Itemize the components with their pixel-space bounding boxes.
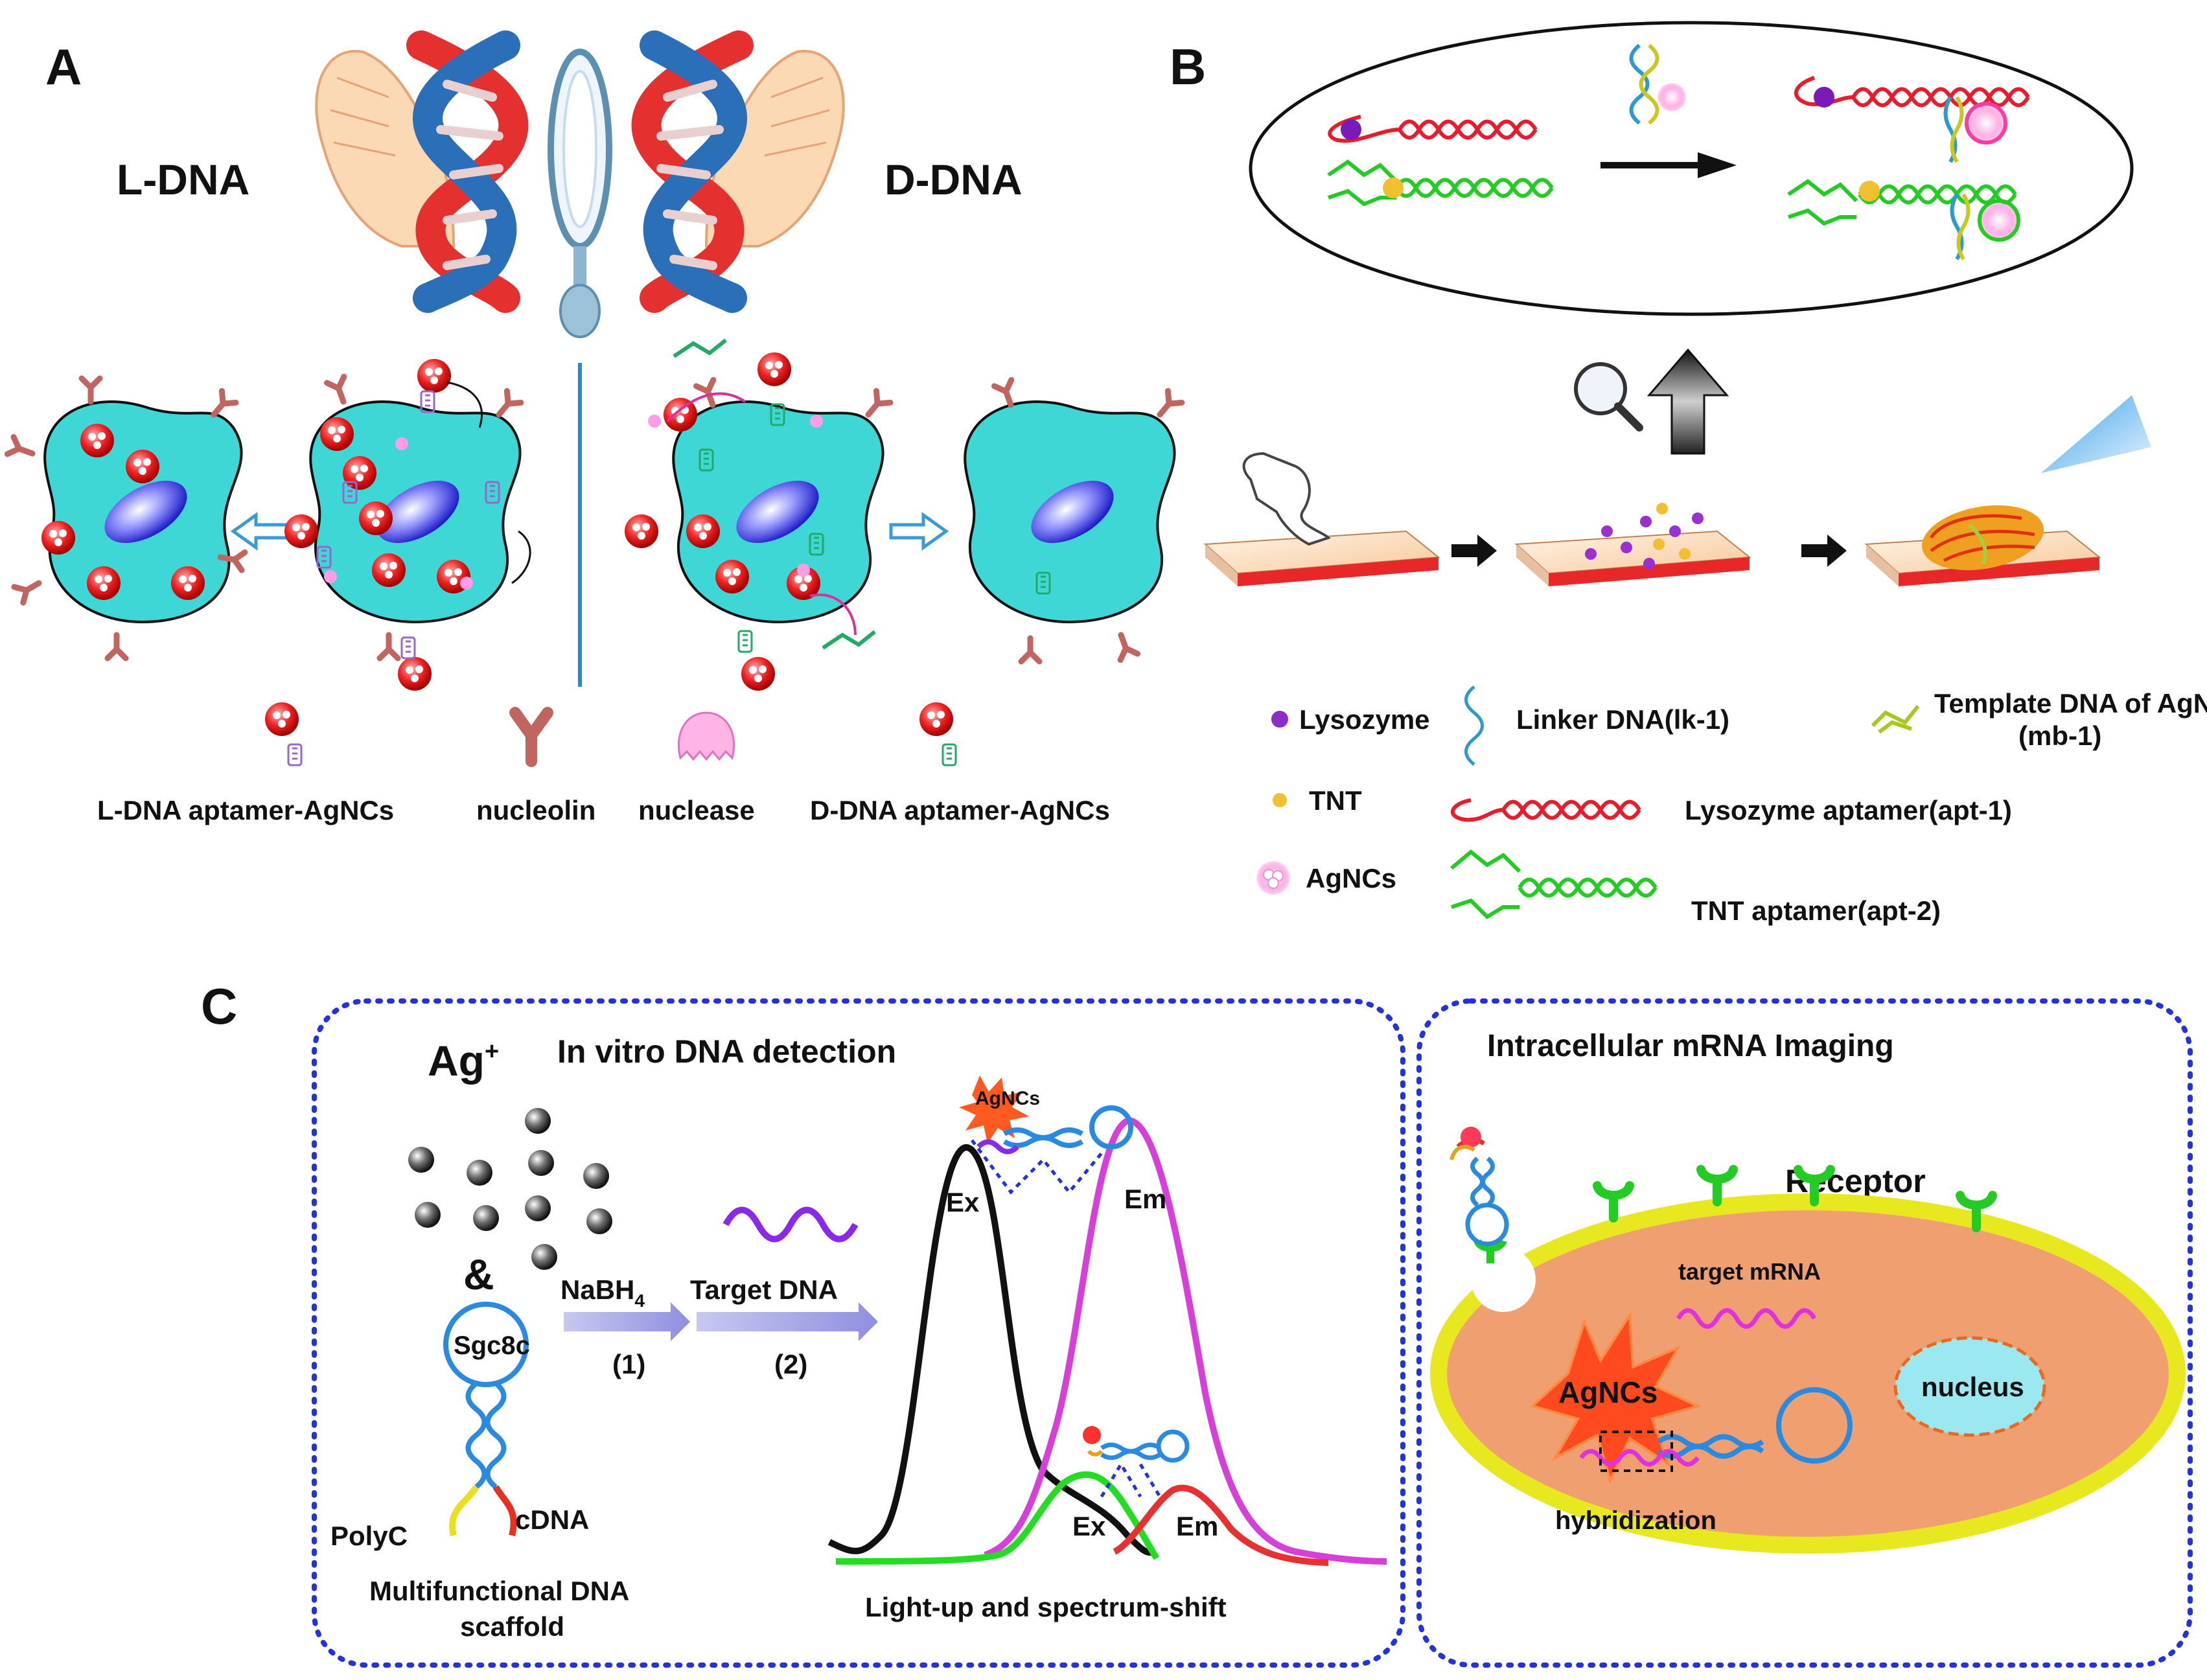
in-vitro-box bbox=[312, 998, 1405, 1668]
receptor-icons bbox=[1593, 1165, 1997, 1232]
target-dna-strand-icon bbox=[722, 1206, 859, 1243]
ex-high-label: Ex bbox=[946, 1187, 980, 1217]
up-arrow-icon bbox=[1647, 348, 1729, 455]
panel-c-letter: C bbox=[201, 978, 237, 1035]
hybridization-label: hybridization bbox=[1555, 1506, 1716, 1535]
d-dna-helix-icon bbox=[631, 30, 754, 313]
l-dna-title: L-DNA bbox=[117, 155, 249, 203]
arrow-slide-2 bbox=[1801, 535, 1847, 567]
lysozyme-aptamer-strand bbox=[1328, 115, 1538, 143]
ex-low-label: Ex bbox=[1072, 1511, 1106, 1541]
panel-c: C Ag+ In vitro DNA detection & Sgc8c bbox=[201, 978, 2193, 1668]
scaffold-label-line2: scaffold bbox=[460, 1611, 564, 1642]
light-beam-icon bbox=[2041, 395, 2151, 473]
cell-l-dna-result bbox=[7, 378, 245, 658]
ex-curve-high bbox=[827, 1144, 1155, 1556]
cell-outer bbox=[1430, 1193, 2186, 1554]
cell-l-dna-binding bbox=[284, 359, 531, 691]
mirror-icon bbox=[548, 49, 612, 687]
panel-a-letter: A bbox=[45, 38, 82, 95]
ampersand-label: & bbox=[463, 1250, 494, 1298]
spectrum-plot bbox=[827, 1117, 1387, 1566]
legend-nuclease-label: nuclease bbox=[638, 795, 755, 825]
legend-d-dna-aptamer-label: D-DNA aptamer-AgNCs bbox=[810, 795, 1110, 825]
dna-scaffold-icon bbox=[443, 1302, 529, 1537]
target-mrna-strand bbox=[1676, 1308, 1817, 1329]
agncs-legend-icon bbox=[1256, 861, 1290, 895]
hollow-arrow-right bbox=[889, 512, 949, 551]
linker-template-complex bbox=[1629, 43, 1686, 125]
step-1-label: (1) bbox=[612, 1349, 645, 1379]
em-low-label: Em bbox=[1176, 1511, 1218, 1541]
nucleus-label: nucleus bbox=[1921, 1372, 2024, 1402]
scaffold-label-line1: Multifunctional DNA bbox=[369, 1576, 629, 1606]
probe-binding-receptor bbox=[1450, 1127, 1536, 1312]
intracellular-box bbox=[1416, 998, 2193, 1668]
agncs-cell-label: AgNCs bbox=[1558, 1375, 1658, 1409]
tnt-aptamer-label: TNT aptamer(apt-2) bbox=[1691, 895, 1941, 926]
agncs-probe-low bbox=[1083, 1426, 1190, 1463]
template-dna-label-line1: Template DNA of AgNCs bbox=[1934, 688, 2207, 719]
tnt-label: TNT bbox=[1309, 785, 1362, 816]
linker-dna-legend-icon bbox=[1464, 685, 1484, 766]
lysozyme-legend-icon bbox=[1271, 711, 1288, 728]
ag-ion-cluster bbox=[408, 1108, 612, 1270]
lysozyme-aptamer-bound bbox=[1794, 76, 2030, 163]
intracellular-title: Intracellular mRNA Imaging bbox=[1487, 1029, 1894, 1063]
l-dna-helix-icon bbox=[406, 30, 529, 313]
ag-ion-label: Ag+ bbox=[428, 1037, 499, 1085]
nucleus-icon bbox=[1893, 1336, 2046, 1437]
agncs-probe-high bbox=[959, 1076, 1133, 1155]
in-vitro-title: In vitro DNA detection bbox=[557, 1033, 896, 1070]
em-curve-high bbox=[984, 1117, 1387, 1565]
panel-b: B bbox=[1170, 21, 2207, 926]
hollow-arrow-left bbox=[230, 512, 290, 551]
agncs-burst-icon bbox=[1529, 1311, 1702, 1484]
legend-l-dna-aptamer-icon bbox=[265, 702, 303, 766]
target-dna-label: Target DNA bbox=[690, 1274, 838, 1305]
reduction-arrow bbox=[564, 1302, 690, 1341]
sgc8c-label: Sgc8c bbox=[454, 1331, 530, 1360]
cdna-label: cDNA bbox=[515, 1504, 589, 1535]
cell-d-dna-binding bbox=[625, 338, 890, 691]
polyc-label: PolyC bbox=[330, 1521, 408, 1551]
hybridization-probe bbox=[1579, 1387, 1853, 1472]
template-dna-legend-icon bbox=[1871, 705, 1920, 734]
nucleolin-icon bbox=[509, 707, 553, 767]
ex-curve-low bbox=[835, 1471, 1160, 1565]
panel-a: A L-DNA D-DNA bbox=[7, 30, 1182, 825]
em-curve-low bbox=[1113, 1484, 1329, 1566]
em-high-label: Em bbox=[1124, 1184, 1166, 1214]
spectrum-caption: Light-up and spectrum-shift bbox=[865, 1592, 1227, 1622]
cell-d-dna-result bbox=[964, 380, 1182, 662]
d-dna-title: D-DNA bbox=[884, 155, 1023, 203]
lysozyme-aptamer-label: Lysozyme aptamer(apt-1) bbox=[1685, 795, 2012, 825]
agncs-tag-label: AgNCs bbox=[975, 1088, 1040, 1109]
slide-fingerprint-touch bbox=[1203, 452, 1440, 586]
hybridization-arrow bbox=[697, 1302, 878, 1341]
lysozyme-aptamer-legend-icon bbox=[1450, 798, 1641, 822]
slide-fingerprint-glow bbox=[1864, 505, 2101, 586]
magnifier-icon bbox=[1574, 362, 1643, 432]
template-dna-label-line2: (mb-1) bbox=[2018, 720, 2101, 751]
legend-l-dna-aptamer-label: L-DNA aptamer-AgNCs bbox=[97, 795, 394, 825]
nuclease-icon bbox=[677, 711, 735, 761]
lysozyme-label: Lysozyme bbox=[1299, 704, 1430, 735]
arrow-slide-1 bbox=[1451, 535, 1497, 567]
tnt-aptamer-strand bbox=[1327, 159, 1554, 207]
step-2-label: (2) bbox=[774, 1349, 807, 1379]
tnt-legend-icon bbox=[1273, 793, 1287, 807]
panel-b-letter: B bbox=[1170, 38, 1206, 95]
slide-lysozyme-tnt bbox=[1514, 503, 1751, 586]
tnt-aptamer-bound bbox=[1787, 179, 2020, 260]
legend-nucleolin-label: nucleolin bbox=[476, 795, 595, 825]
reaction-arrow bbox=[1600, 152, 1737, 178]
target-mrna-label: target mRNA bbox=[1678, 1258, 1821, 1285]
agncs-label: AgNCs bbox=[1306, 863, 1396, 893]
tnt-aptamer-legend-icon bbox=[1450, 849, 1658, 919]
legend-d-dna-aptamer-icon bbox=[919, 702, 957, 766]
nabh4-label: NaBH4 bbox=[560, 1274, 645, 1311]
linker-dna-label: Linker DNA(lk-1) bbox=[1516, 704, 1729, 735]
